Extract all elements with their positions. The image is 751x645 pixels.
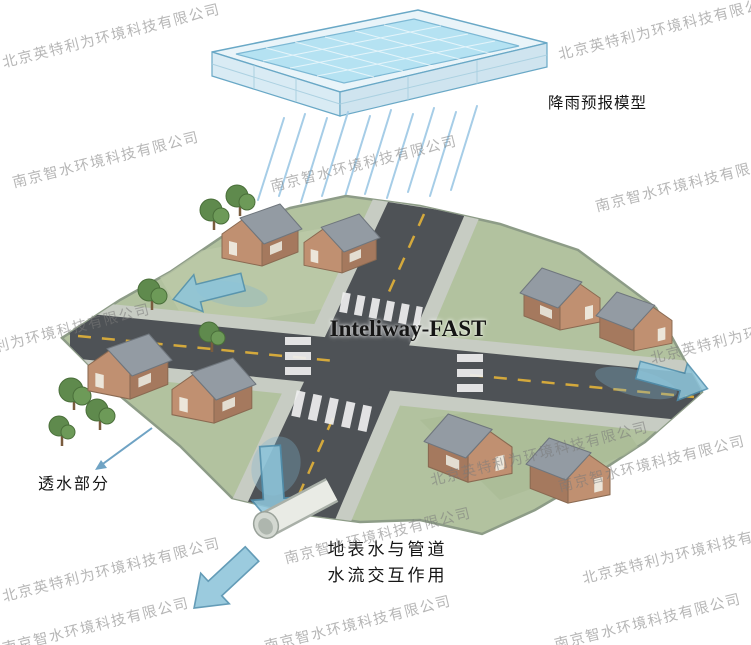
basin-wall-mesh [211,54,548,105]
tree [48,415,76,446]
house [525,437,611,504]
rain-model-label: 降雨预报模型 [548,95,648,112]
flow-arrow-left [171,272,247,313]
basin-mesh [262,24,496,78]
house [303,213,381,274]
house [171,357,257,424]
interaction-label-line2: 水流交互作用 [327,566,448,585]
interaction-label: 地表水与管道 水流交互作用 [300,537,475,589]
tree [85,398,116,430]
house [595,291,673,352]
crosswalks [285,292,483,434]
rain-source-basin [211,9,548,117]
house [87,333,173,400]
tree [137,278,168,310]
flow-arrow-right [634,360,709,402]
tree [58,377,92,410]
tree [198,321,226,352]
house [221,203,303,267]
tree [199,198,230,230]
drain-pipe [252,478,339,539]
permeable-label: 透水部分 [38,476,111,493]
rain-lines [257,105,478,203]
terrain-surface [70,199,700,531]
flow-arrow-bottom-left [193,545,260,609]
interaction-label-line1: 地表水与管道 [327,540,448,559]
trees [48,184,256,446]
house [423,413,513,483]
center-title: Inteliway-FAST [329,316,487,341]
road-horizontal [70,312,700,422]
permeable-callout-arrow [95,427,153,470]
tree [225,184,256,216]
house [519,267,601,331]
houses [87,203,673,504]
